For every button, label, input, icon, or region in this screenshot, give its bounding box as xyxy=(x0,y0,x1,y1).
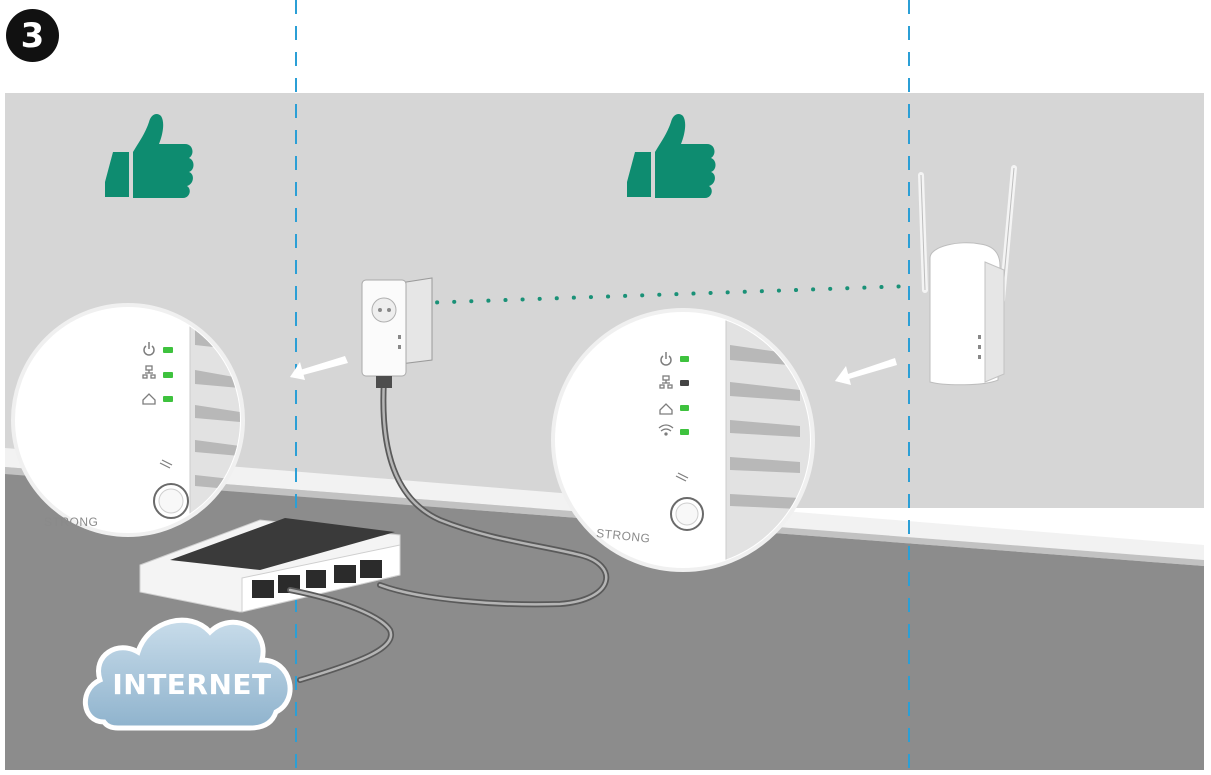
led-home xyxy=(163,396,173,402)
led-ethernet xyxy=(680,380,689,386)
router xyxy=(139,518,401,613)
wps-icon xyxy=(675,472,689,482)
arrow-icon xyxy=(290,356,348,380)
power-icon xyxy=(660,352,672,366)
ethernet-icon xyxy=(142,365,156,379)
internet-label: INTERNET xyxy=(112,668,272,701)
wifi-extender xyxy=(918,165,1017,386)
home-icon xyxy=(659,403,673,415)
led-home xyxy=(680,405,689,411)
power-icon xyxy=(143,342,155,356)
arrow-icon xyxy=(835,358,897,385)
wifi-icon xyxy=(658,424,674,436)
led-wifi xyxy=(680,429,689,435)
led-power xyxy=(163,347,173,353)
step-number-badge: 3 xyxy=(6,9,59,62)
led-power xyxy=(680,356,689,362)
zoom-powerline-adapter xyxy=(11,303,245,537)
brand-logo: STRONG xyxy=(44,515,99,529)
home-icon xyxy=(142,393,156,405)
wps-icon xyxy=(159,459,173,469)
ethernet-icon xyxy=(659,375,673,389)
zoom-wifi-extender xyxy=(551,308,815,572)
led-ethernet xyxy=(163,372,173,378)
internet-cloud xyxy=(82,617,293,731)
wireless-link-dots xyxy=(418,284,914,305)
powerline-adapter xyxy=(361,277,433,388)
